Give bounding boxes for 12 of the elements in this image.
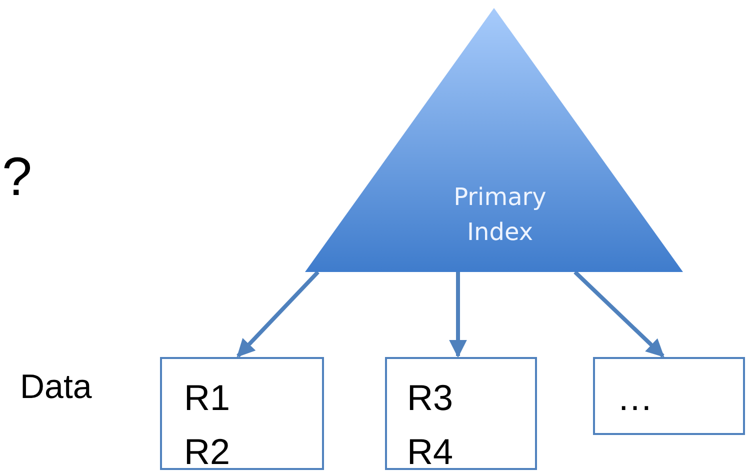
arrow <box>449 272 467 358</box>
record-box <box>385 357 537 470</box>
record-text: R3 R4 <box>407 376 454 473</box>
record-box <box>160 357 324 470</box>
arrow <box>236 270 320 358</box>
index-triangle: Primary Index <box>305 8 683 272</box>
question-mark: ? <box>2 150 32 204</box>
data-label: Data <box>20 370 92 404</box>
arrow <box>574 270 664 358</box>
record-text: R1 R2 <box>184 376 232 473</box>
record-box <box>593 357 745 435</box>
record-text: … <box>617 376 654 420</box>
